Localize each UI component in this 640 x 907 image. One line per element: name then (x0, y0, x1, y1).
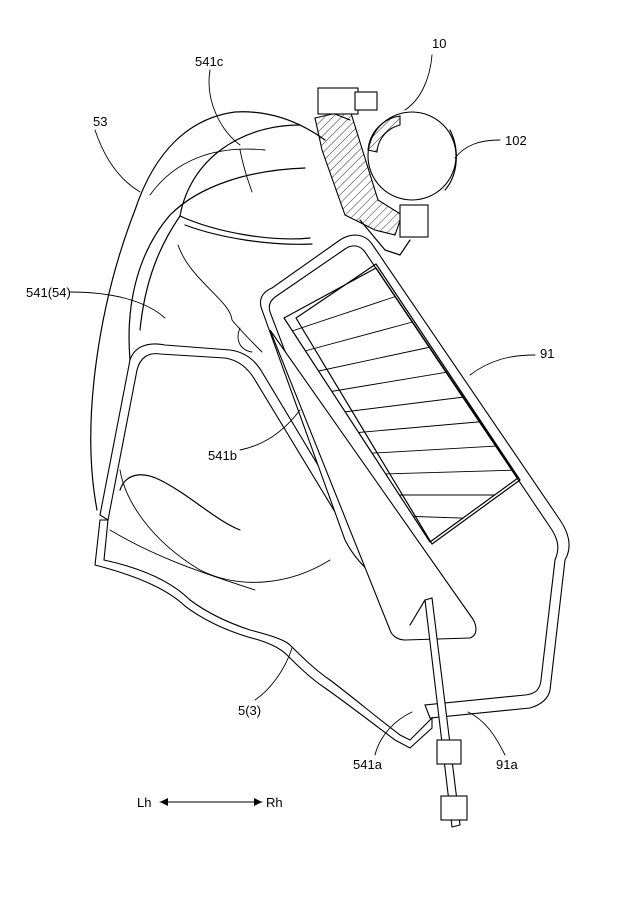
label-91a: 91a (496, 757, 518, 772)
pipe-bracket-10 (314, 87, 457, 256)
label-541-54: 541(54) (26, 285, 71, 300)
label-102: 102 (505, 133, 527, 148)
duct-541c (179, 124, 313, 245)
label-lh: Lh (137, 795, 151, 810)
label-541a: 541a (353, 757, 383, 772)
cover-53 (90, 111, 326, 511)
label-rh: Rh (266, 795, 283, 810)
label-541b: 541b (208, 448, 237, 463)
label-5-3: 5(3) (238, 703, 261, 718)
label-53: 53 (93, 114, 107, 129)
label-91: 91 (540, 346, 554, 361)
label-10: 10 (432, 36, 446, 51)
chamber-541 (109, 215, 331, 591)
direction-indicator: Lh Rh (137, 795, 283, 810)
drain-pipe (409, 597, 468, 828)
leader-lines (69, 54, 536, 756)
lower-shell-5 (94, 519, 433, 749)
housing-91 (259, 234, 570, 719)
label-541c: 541c (195, 54, 224, 69)
